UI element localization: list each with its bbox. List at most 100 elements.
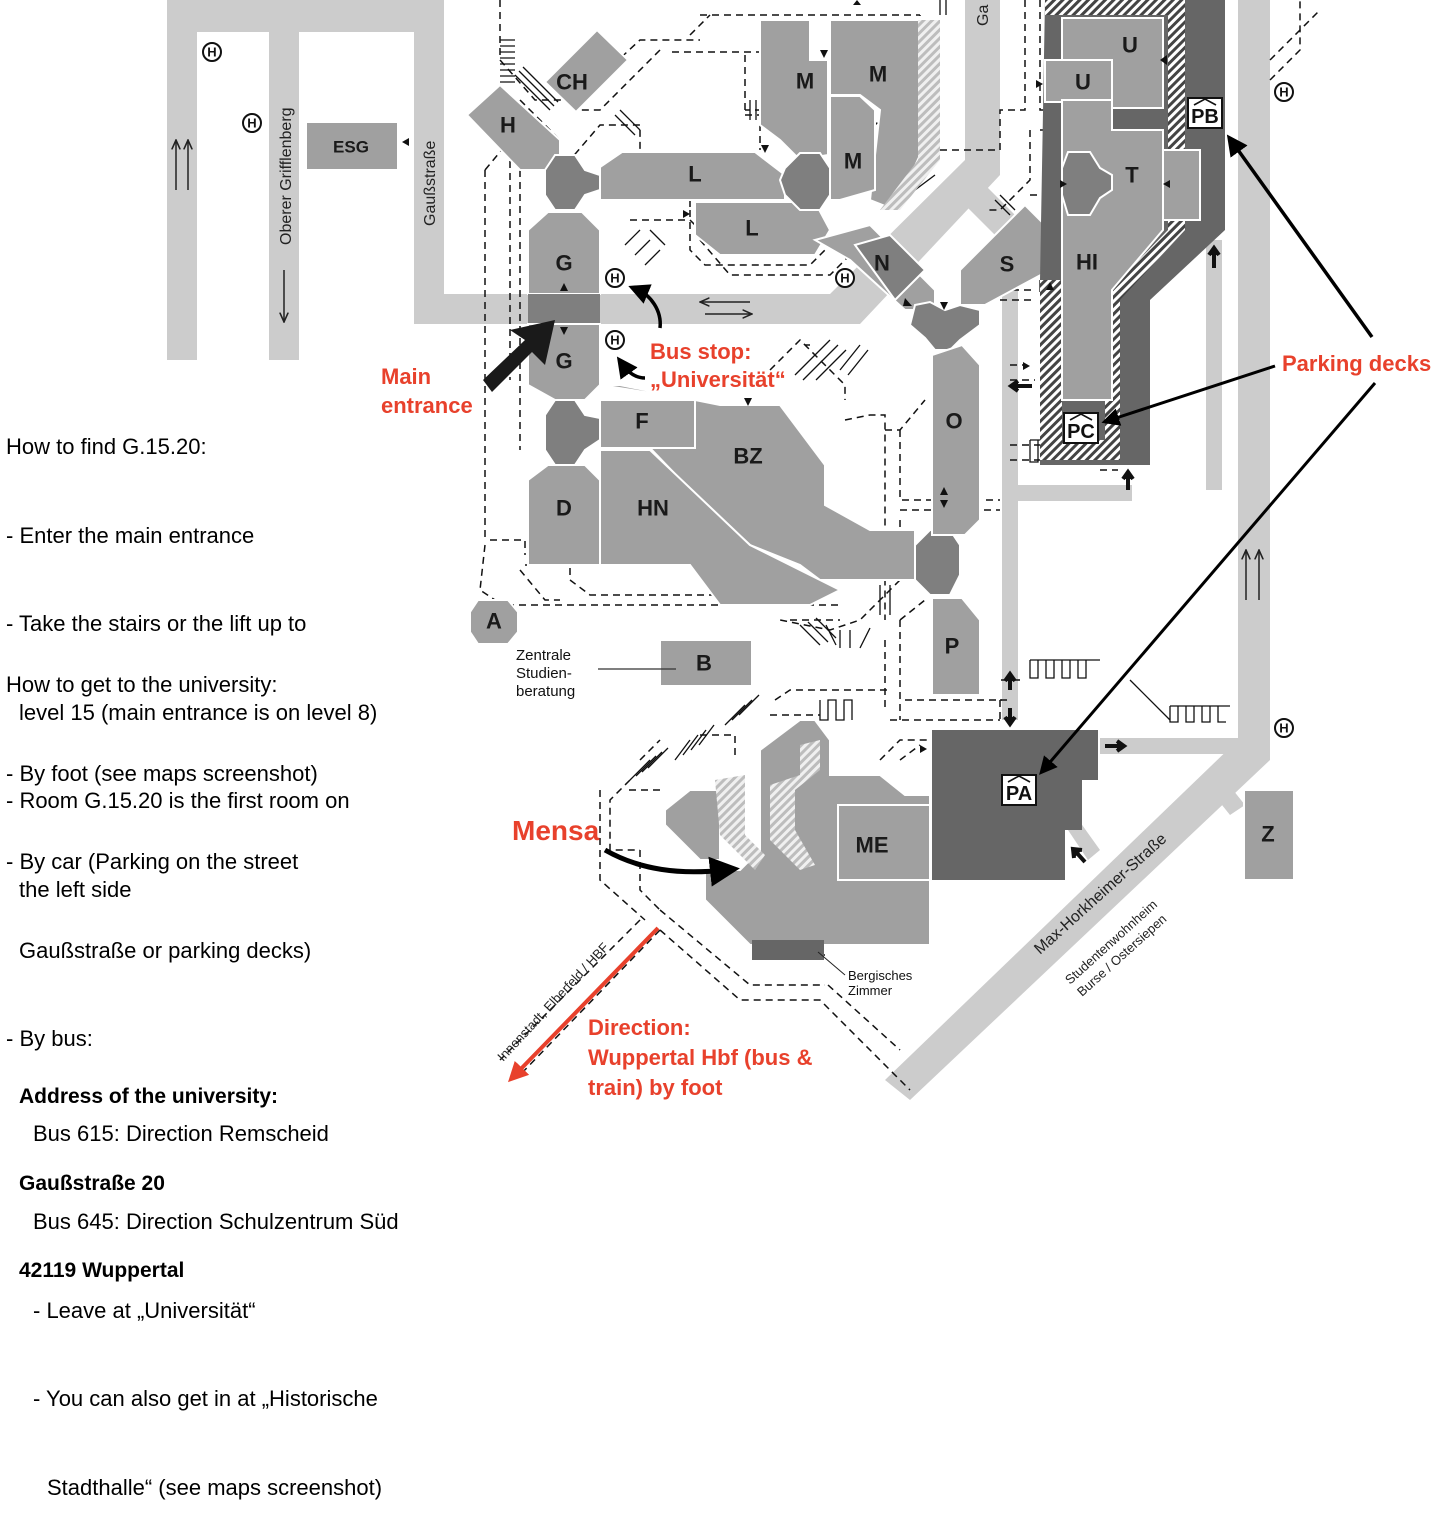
label-ch: CH (556, 70, 588, 95)
building-g-bridge (528, 294, 600, 324)
bus-stop-icon: H (202, 42, 222, 62)
label-m-lower: M (844, 149, 862, 174)
travel-option: - By bus: (6, 1026, 93, 1051)
label-u-left: U (1075, 70, 1091, 95)
label-bergisches-2: Zimmer (848, 983, 893, 998)
find-room-step: - Take the stairs or the lift up to (6, 611, 307, 636)
label-hn: HN (637, 496, 669, 521)
label-o: O (945, 409, 962, 434)
bergisches-zimmer (752, 940, 824, 960)
find-room-instructions: How to find G.15.20: - Enter the main en… (6, 373, 377, 934)
label-a: A (486, 609, 502, 634)
parking-sign-pc: PC (1063, 412, 1099, 444)
red-annotations: Main entrance Bus stop: „Universität“ Pa… (381, 339, 1431, 1100)
building-z (1243, 789, 1295, 881)
find-room-step: - Room G.15.20 is the first room on (6, 788, 350, 813)
annotation-main-entrance-1: Main (381, 364, 431, 389)
address-street: Gaußstraße 20 (19, 1172, 165, 1195)
building-m-lower (829, 95, 876, 201)
hub-n (778, 152, 831, 211)
label-s: S (1000, 252, 1015, 277)
annotation-main-entrance-2: entrance (381, 393, 473, 418)
bus-stop-icon: H (835, 268, 855, 288)
label-me: ME (856, 833, 889, 858)
parking-pc-label: PC (1067, 421, 1095, 443)
road-arrows (176, 140, 1259, 864)
building-a (469, 599, 519, 645)
label-hi: HI (1076, 250, 1098, 275)
parking-pa-label: PA (1006, 783, 1032, 805)
label-t: T (1125, 163, 1139, 188)
bus-info: - You can also get in at „Historische (33, 1386, 378, 1411)
building-p (931, 597, 981, 696)
building-hn (599, 449, 843, 606)
find-room-title: How to find G.15.20: (6, 434, 207, 459)
address-city: 42119 Wuppertal (19, 1259, 185, 1282)
road-deck-access (1206, 240, 1222, 490)
annotation-bus-stop-1: Bus stop: (650, 339, 751, 364)
label-zentrale-2: Studien- (516, 665, 572, 682)
parking-arrow-pc (1101, 364, 1276, 426)
hub-se (908, 529, 961, 596)
mensa-arrow (603, 847, 740, 887)
svg-text:H: H (610, 333, 619, 348)
find-room-step: - Enter the main entrance (6, 522, 255, 548)
bus-stop-icon: H (242, 113, 262, 133)
label-zentrale-3: beratung (516, 683, 575, 700)
label-esg: ESG (333, 138, 369, 157)
building-m-left (759, 19, 829, 162)
label-l-upper: L (688, 162, 701, 187)
label-h: H (500, 113, 516, 138)
annotation-arrows (483, 134, 1377, 1083)
entrance-markers (402, 0, 1170, 753)
label-p: P (945, 634, 960, 659)
main-entrance-arrow (483, 320, 555, 392)
annotation-direction-1: Direction: (588, 1015, 691, 1040)
travel-option: - By car (Parking on the street (6, 849, 299, 874)
building-o (931, 343, 981, 536)
road-pa-ramp (1068, 822, 1100, 860)
hub-w (544, 399, 601, 466)
travel-option: Gaußstraße or parking decks) (19, 937, 312, 963)
label-z: Z (1261, 822, 1274, 847)
find-room-step: the left side (19, 876, 132, 902)
bus-stop-arrow-down (616, 356, 646, 380)
travel-option: - By foot (see maps screenshot) (6, 760, 318, 786)
street-gaussstrasse-top: Ga (975, 5, 992, 26)
find-room-step: level 15 (main entrance is on level 8) (19, 699, 378, 725)
label-g-upper: G (555, 251, 572, 276)
label-u-right: U (1122, 33, 1138, 58)
building-esg (305, 121, 399, 171)
building-mensa-west (664, 789, 721, 861)
svg-text:H: H (1279, 721, 1288, 736)
building-d (527, 464, 601, 566)
bus-stop-icon: H (605, 268, 625, 288)
small-labels: Zentrale Studien- beratung Bergisches Zi… (516, 647, 913, 998)
label-n: N (874, 251, 890, 276)
address-title: Address of the university: (19, 1085, 279, 1108)
parking-pb-label: PB (1191, 106, 1219, 128)
label-f: F (635, 409, 648, 434)
annotation-direction-2: Wuppertal Hbf (bus & (588, 1045, 813, 1070)
annotation-bus-stop-2: „Universität“ (650, 367, 786, 392)
label-zentrale-1: Zentrale (516, 647, 571, 664)
label-m-left: M (796, 69, 814, 94)
building-ch (543, 28, 630, 114)
hub-center (908, 300, 981, 351)
annotation-mensa: Mensa (512, 815, 600, 846)
road-top-left (167, 0, 442, 32)
hatched-walkway-mensa-1 (715, 775, 765, 870)
label-bergisches-1: Bergisches (848, 968, 913, 983)
street-oberer-grifflenberg: Oberer Grifflenberg (278, 107, 295, 245)
university-address: Address of the university: Gaußstraße 20… (19, 1024, 278, 1314)
roads (167, 0, 1270, 1100)
road-gaussstrasse-horizontal (414, 294, 834, 324)
parking-sign-pb: PB (1187, 97, 1223, 129)
svg-text:H: H (610, 271, 619, 286)
bus-stop-icon: H (1274, 718, 1294, 738)
travel-title: How to get to the university: (6, 672, 278, 697)
label-l-lower: L (745, 216, 758, 241)
hatched-walkway-mensa-2 (770, 740, 820, 870)
label-bz: BZ (733, 444, 762, 469)
label-m-right: M (869, 62, 887, 87)
